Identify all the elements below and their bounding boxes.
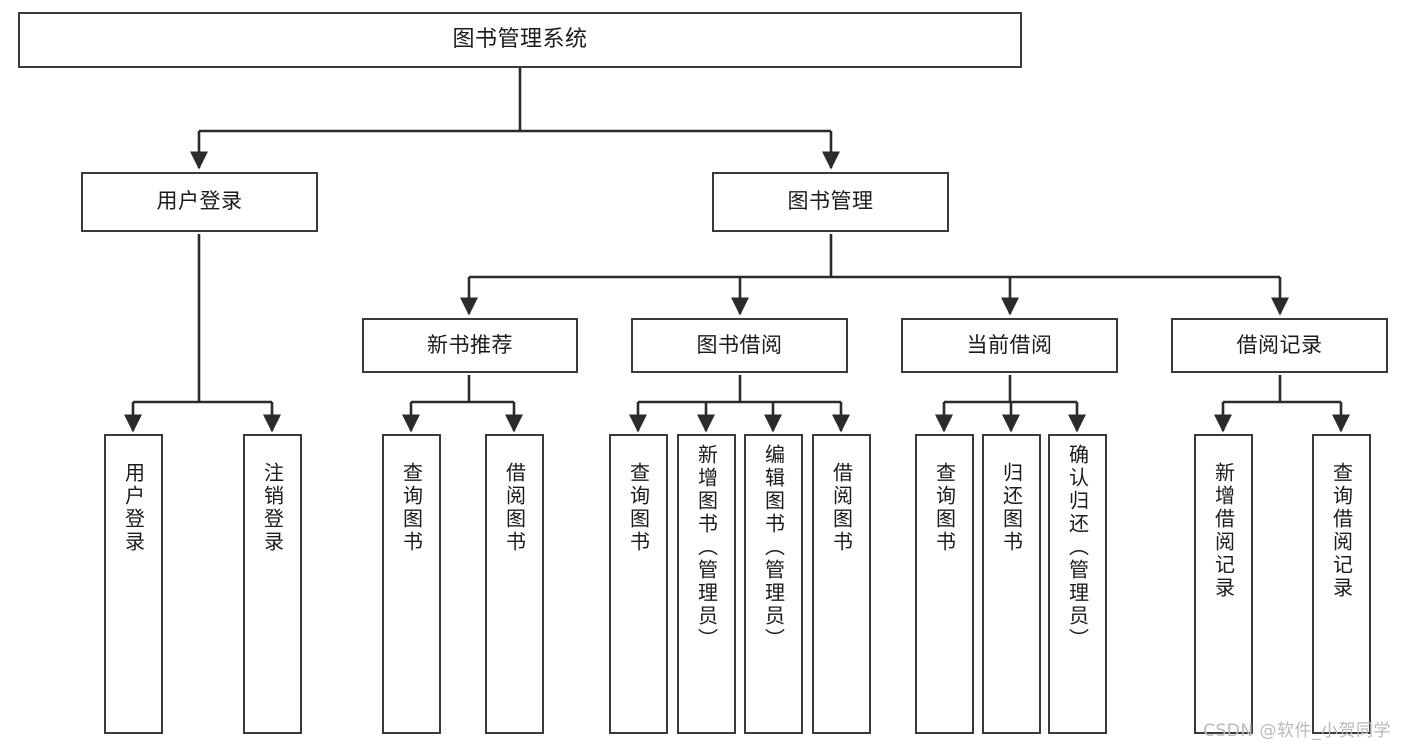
node-leaf-borrow-book-2[interactable]: 借阅图书 (812, 434, 871, 734)
node-leaf-edit-book-label: 编辑图书（管理员） (761, 444, 786, 651)
node-user-login[interactable]: 用户登录 (81, 172, 318, 232)
node-current-borrow-label: 当前借阅 (966, 332, 1053, 357)
node-leaf-add-book[interactable]: 新增图书（管理员） (677, 434, 736, 734)
node-leaf-user-login[interactable]: 用户登录 (104, 434, 163, 734)
node-new-book-recommend-label: 新书推荐 (427, 332, 513, 357)
node-leaf-logout-login[interactable]: 注销登录 (243, 434, 302, 734)
node-leaf-query-book-2[interactable]: 查询图书 (609, 434, 668, 734)
node-leaf-query-record[interactable]: 查询借阅记录 (1312, 434, 1371, 734)
node-borrow-record-label: 借阅记录 (1236, 332, 1323, 357)
node-root-label: 图书管理系统 (452, 26, 588, 52)
node-leaf-query-book-1-label: 查询图书 (399, 462, 424, 554)
node-book-manage-label: 图书管理 (787, 189, 874, 214)
node-leaf-add-record-label: 新增借阅记录 (1211, 462, 1236, 600)
node-root[interactable]: 图书管理系统 (18, 12, 1022, 68)
node-book-borrow-label: 图书借阅 (696, 332, 783, 357)
node-leaf-query-book-3[interactable]: 查询图书 (915, 434, 974, 734)
node-book-borrow[interactable]: 图书借阅 (631, 318, 848, 373)
node-user-login-label: 用户登录 (156, 189, 243, 214)
node-leaf-logout-login-label: 注销登录 (260, 462, 285, 554)
node-leaf-edit-book[interactable]: 编辑图书（管理员） (744, 434, 803, 734)
node-current-borrow[interactable]: 当前借阅 (901, 318, 1118, 373)
node-leaf-return-book-label: 归还图书 (999, 462, 1024, 554)
node-leaf-confirm-return[interactable]: 确认归还（管理员） (1048, 434, 1107, 734)
node-leaf-query-book-1[interactable]: 查询图书 (382, 434, 441, 734)
node-leaf-add-book-label: 新增图书（管理员） (694, 444, 719, 651)
csdn-watermark: CSDN @软件_小贺同学 (1203, 721, 1391, 741)
node-borrow-record[interactable]: 借阅记录 (1171, 318, 1388, 373)
node-book-manage[interactable]: 图书管理 (712, 172, 949, 232)
node-new-book-recommend[interactable]: 新书推荐 (362, 318, 578, 373)
node-leaf-user-login-label: 用户登录 (121, 462, 146, 554)
node-leaf-query-book-3-label: 查询图书 (932, 462, 957, 554)
node-leaf-borrow-book-2-label: 借阅图书 (829, 462, 854, 554)
node-leaf-borrow-book-1[interactable]: 借阅图书 (485, 434, 544, 734)
node-leaf-add-record[interactable]: 新增借阅记录 (1194, 434, 1253, 734)
node-leaf-confirm-return-label: 确认归还（管理员） (1065, 444, 1090, 651)
node-leaf-borrow-book-1-label: 借阅图书 (502, 462, 527, 554)
node-leaf-query-book-2-label: 查询图书 (626, 462, 651, 554)
node-leaf-query-record-label: 查询借阅记录 (1329, 462, 1354, 600)
node-leaf-return-book[interactable]: 归还图书 (982, 434, 1041, 734)
